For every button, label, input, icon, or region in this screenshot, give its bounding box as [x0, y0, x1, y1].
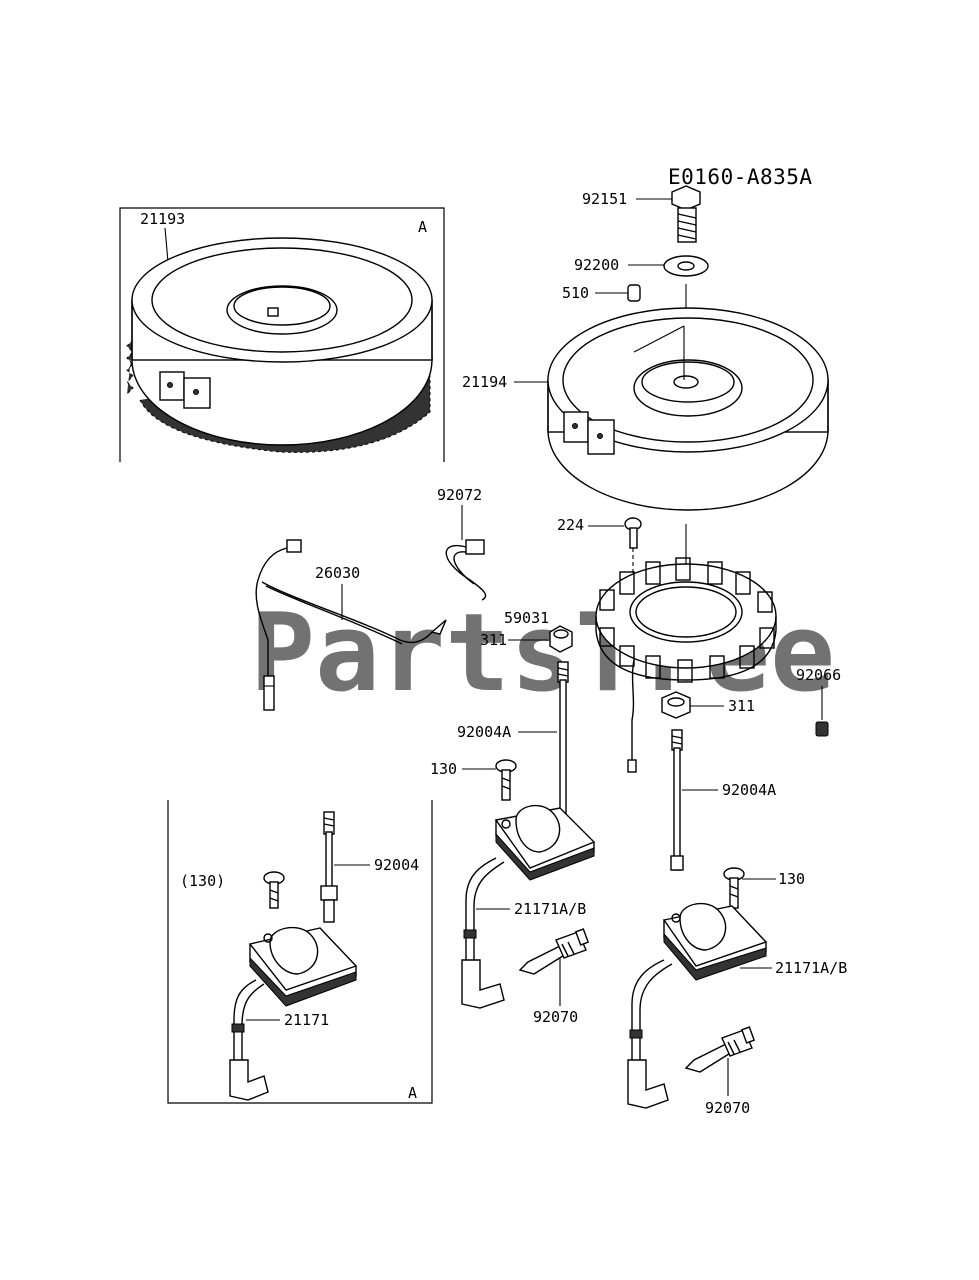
detail-box-flywheel-a: 21193 A	[119, 207, 445, 462]
box-bottom-a-label: A	[408, 1084, 417, 1102]
stud-92004a-right[interactable]	[670, 729, 684, 871]
callout-21171[interactable]: 21171	[284, 1011, 329, 1029]
clamp-92072[interactable]	[445, 539, 487, 601]
detail-box-bottom-frame	[167, 800, 433, 1104]
wire-lead-26030[interactable]	[255, 539, 447, 711]
callout-92004a-left[interactable]: 92004A	[457, 723, 511, 741]
callout-92151[interactable]: 92151	[582, 190, 627, 208]
bolt-92151[interactable]	[671, 185, 701, 243]
callout-130-right[interactable]: 130	[778, 870, 805, 888]
leader-21193	[164, 227, 169, 263]
callout-311-right[interactable]: 311	[728, 697, 755, 715]
callout-92070-mid[interactable]: 92070	[533, 1008, 578, 1026]
spark-plug-mid[interactable]	[518, 928, 590, 975]
bolt-130-paren[interactable]	[263, 871, 285, 909]
nut-311-left[interactable]	[549, 625, 573, 653]
detail-box-ignition-a: A (130) 92004 21171	[167, 800, 433, 1104]
callout-311-left[interactable]: 311	[480, 631, 507, 649]
ignition-coil-right[interactable]	[627, 902, 768, 1109]
callout-510[interactable]: 510	[562, 284, 589, 302]
callout-92200[interactable]: 92200	[574, 256, 619, 274]
callout-59031[interactable]: 59031	[504, 609, 549, 627]
ignition-coil-21171[interactable]	[229, 926, 358, 1101]
callout-92066[interactable]: 92066	[796, 666, 841, 684]
flywheel-21193[interactable]	[126, 237, 433, 453]
screw-224[interactable]	[624, 517, 642, 549]
diagram-code: E0160-A835A	[668, 165, 813, 189]
callout-92072[interactable]: 92072	[437, 486, 482, 504]
stator[interactable]	[595, 557, 777, 773]
callout-92004[interactable]: 92004	[374, 856, 419, 874]
callout-21171ab-mid[interactable]: 21171A/B	[514, 900, 586, 918]
callout-130-paren[interactable]: (130)	[180, 872, 225, 890]
detail-box-top-frame	[119, 207, 445, 462]
bolt-130-mid[interactable]	[495, 759, 517, 801]
callout-130-mid[interactable]: 130	[430, 760, 457, 778]
nut-92066[interactable]	[815, 721, 829, 737]
callout-21194[interactable]: 21194	[462, 373, 507, 391]
washer-92200[interactable]	[663, 255, 709, 277]
callout-26030[interactable]: 26030	[315, 564, 360, 582]
spark-plug-right[interactable]	[684, 1026, 756, 1073]
ignition-coil-mid[interactable]	[461, 804, 596, 1009]
flywheel-21194[interactable]	[547, 307, 829, 511]
callout-21193[interactable]: 21193	[140, 210, 185, 228]
box-top-a-label: A	[418, 218, 427, 236]
callout-21171ab-right[interactable]: 21171A/B	[775, 959, 847, 977]
bolt-130-right[interactable]	[723, 867, 745, 909]
callout-92070-right[interactable]: 92070	[705, 1099, 750, 1117]
nut-311-right[interactable]	[661, 691, 691, 719]
callout-224[interactable]: 224	[557, 516, 584, 534]
callout-92004a-right[interactable]: 92004A	[722, 781, 776, 799]
stud-92004[interactable]	[320, 811, 338, 923]
key-510[interactable]	[627, 284, 641, 302]
